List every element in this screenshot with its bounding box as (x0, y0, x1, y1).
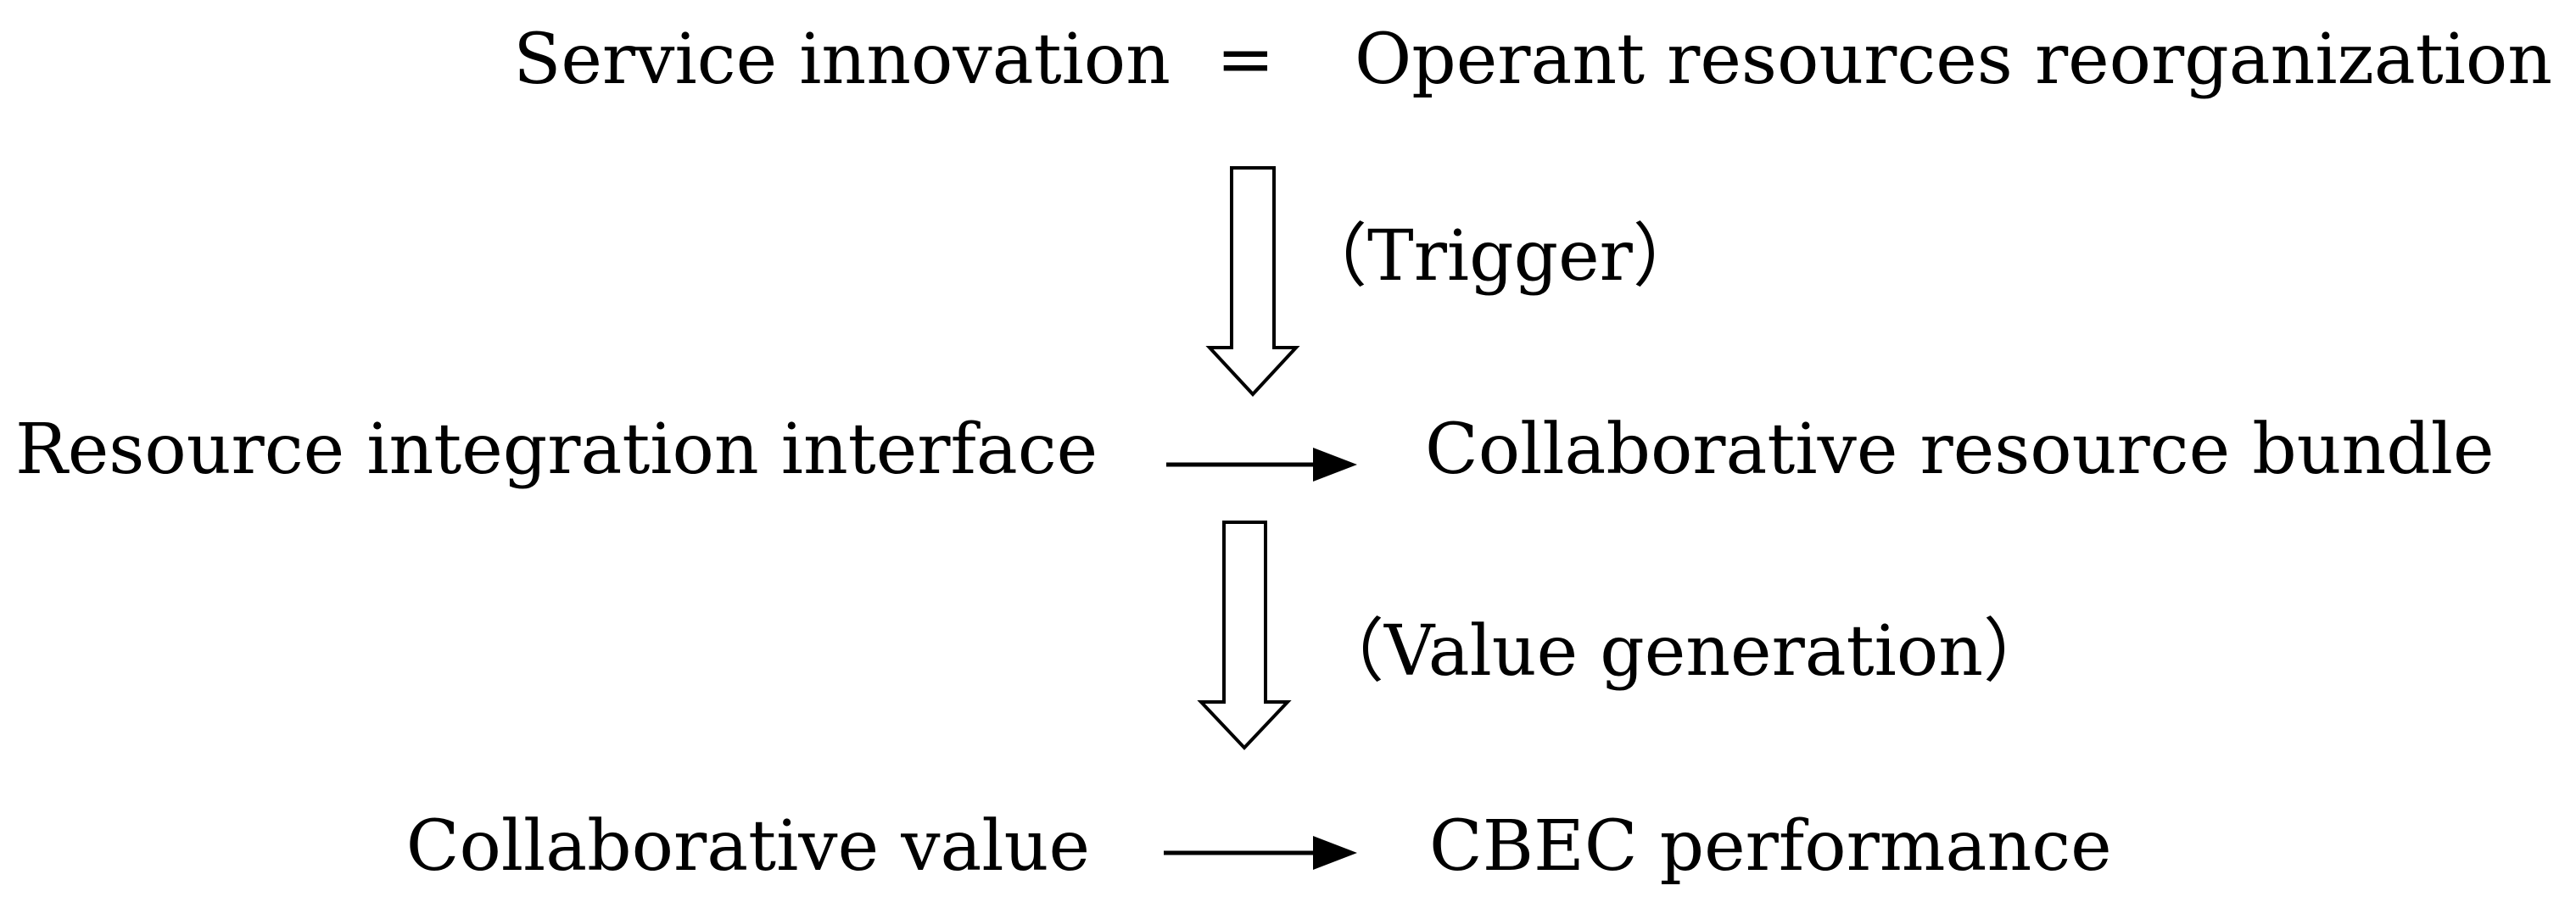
row3-right-arrow (1164, 836, 1357, 870)
service-innovation-label: Service innovation (513, 19, 1171, 100)
trigger-down-arrow (1205, 166, 1300, 397)
equals-sign: = (1216, 19, 1275, 100)
operant-resources-reorganization-label: Operant resources reorganization (1355, 19, 2553, 100)
row2-right-arrow (1166, 448, 1357, 482)
trigger-label: （Trigger） (1298, 216, 1702, 297)
collaborative-resource-bundle-label: Collaborative resource bundle (1425, 409, 2495, 490)
cbec-performance-label: CBEC performance (1429, 806, 2112, 887)
collaborative-value-label: Collaborative value (405, 806, 1090, 887)
resource-integration-interface-label: Resource integration interface (15, 409, 1098, 490)
value-generation-down-arrow (1197, 521, 1292, 750)
value-generation-label: （Value generation） (1315, 611, 2054, 692)
